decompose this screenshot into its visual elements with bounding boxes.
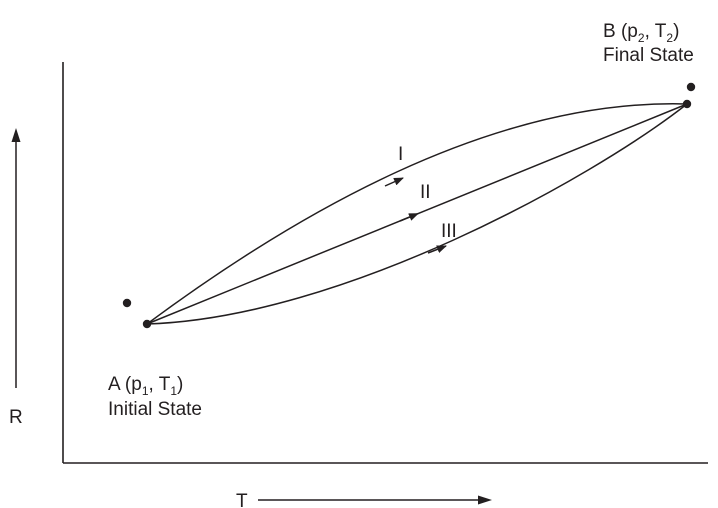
path-iii-label: III: [441, 221, 457, 242]
point-a-caption: Initial State: [108, 399, 202, 420]
point-b-caption: Final State: [603, 45, 694, 66]
path-i-label: I: [398, 144, 403, 165]
x-axis-label: T: [236, 491, 248, 508]
point-b-marker: [686, 82, 696, 92]
path-ii-label: II: [420, 182, 431, 203]
point-b-dot: [682, 99, 692, 109]
path-iii-curve: [146, 103, 688, 325]
y-axis-label: R: [9, 407, 23, 428]
point-b-label: B (p2, T2): [603, 21, 679, 45]
path-i-arrow: [384, 177, 404, 187]
r-arrow-head: [11, 128, 21, 142]
t-arrow-head: [478, 495, 492, 505]
point-a-label: A (p1, T1): [108, 374, 183, 398]
path-iii-arrow: [427, 245, 447, 254]
point-a-dot: [142, 319, 152, 329]
path-ii-arrow: [399, 212, 419, 222]
path-i-curve: [146, 103, 688, 325]
point-a-marker: [122, 298, 132, 308]
